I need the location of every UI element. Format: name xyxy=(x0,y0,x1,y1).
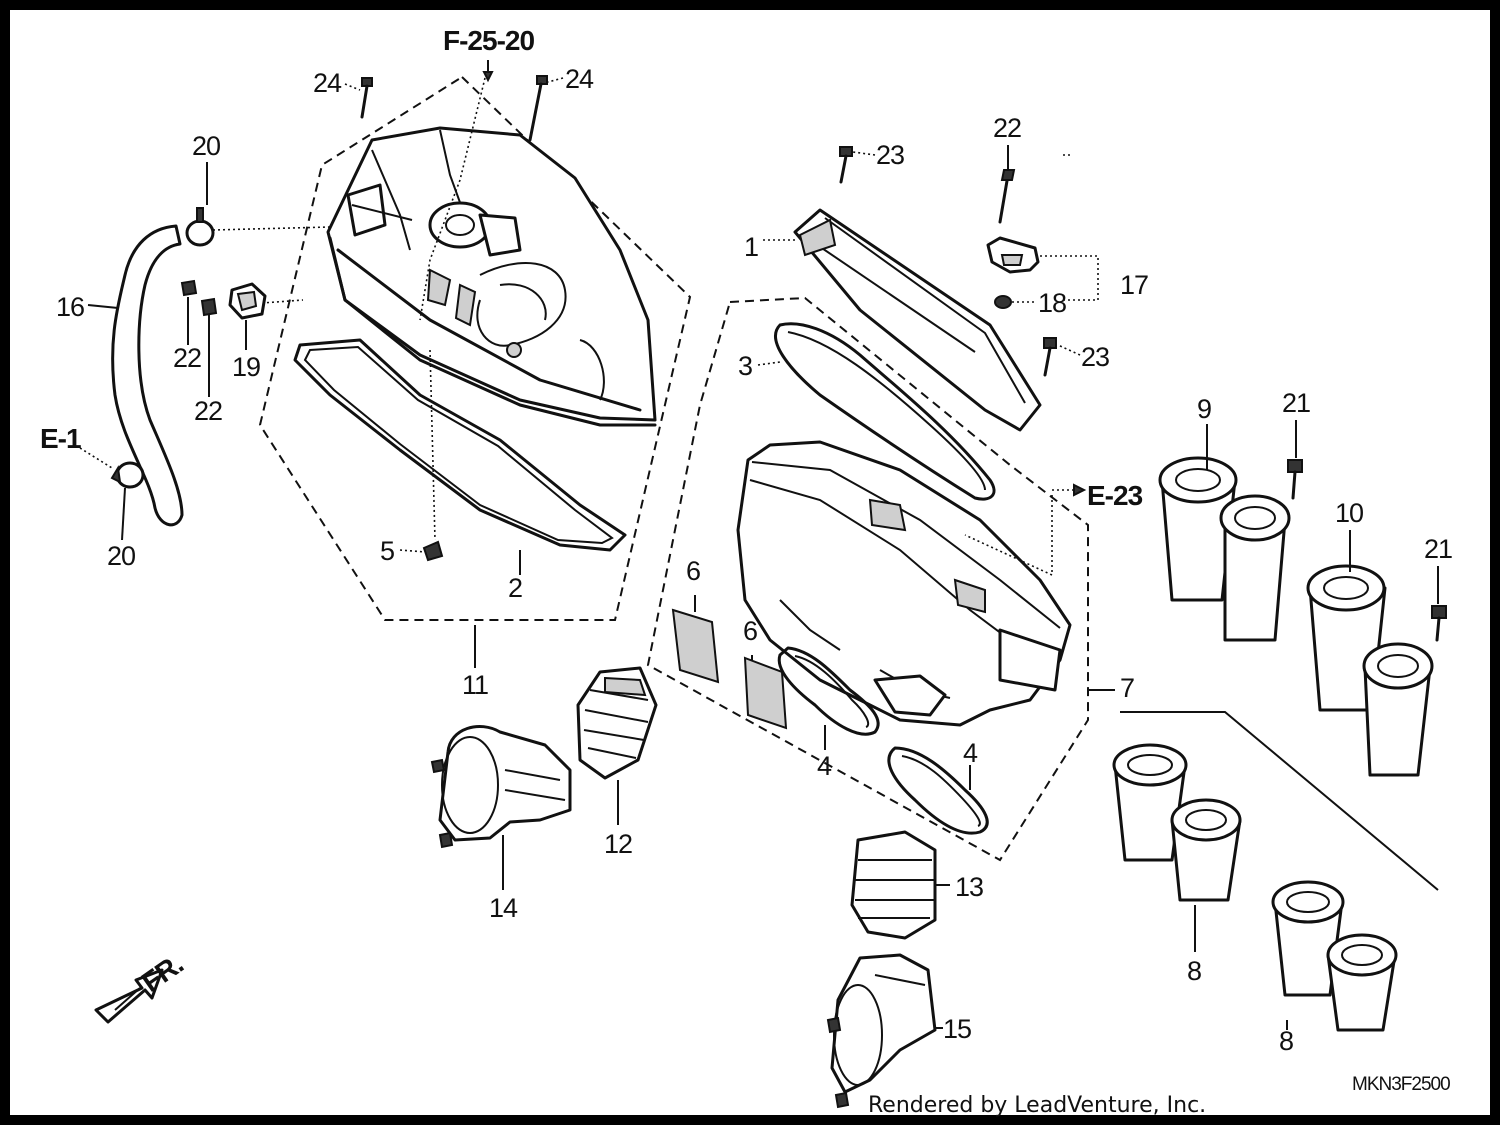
callout-21-upper: 21 xyxy=(1282,388,1310,418)
callout-2: 2 xyxy=(508,573,522,603)
screw-part-23-upper xyxy=(839,146,853,184)
bolt-part-22-top xyxy=(998,169,1016,224)
intake-duct-part-12 xyxy=(576,666,658,780)
callout-24-left: 24 xyxy=(313,68,342,98)
callout-11: 11 xyxy=(462,670,488,700)
render-credit: Rendered by LeadVenture, Inc. xyxy=(868,1093,1207,1118)
callout-5: 5 xyxy=(380,536,394,566)
callout-20-lower: 20 xyxy=(107,541,135,571)
air-funnel-part-8-right xyxy=(1271,880,1398,1032)
callout-16: 16 xyxy=(56,292,84,322)
callout-23-upper: 23 xyxy=(876,140,904,170)
gasket-part-2 xyxy=(293,338,627,552)
callout-18: 18 xyxy=(1038,288,1066,318)
reference-e-1: E-1 xyxy=(40,423,81,454)
callout-14: 14 xyxy=(489,893,518,923)
reference-f-25-20: F-25-20 xyxy=(443,25,534,56)
leader-lines xyxy=(79,77,1439,1030)
gasket-part-3 xyxy=(774,322,996,501)
screw-part-23-lower xyxy=(1043,337,1057,377)
screw-part-21-upper xyxy=(1287,459,1303,500)
sensor-part-19 xyxy=(228,282,267,320)
callout-24-right: 24 xyxy=(565,64,594,94)
callout-22-top: 22 xyxy=(993,113,1021,143)
bolt-part-22-a xyxy=(180,279,198,297)
parts-diagram-canvas: 1 2 3 4 4 5 6 6 7 8 8 9 10 11 12 13 14 1… xyxy=(40,25,1453,1109)
callout-12: 12 xyxy=(604,829,632,859)
callout-23-lower: 23 xyxy=(1081,342,1109,372)
callout-21-lower: 21 xyxy=(1424,534,1452,564)
callout-1: 1 xyxy=(744,232,758,262)
air-funnel-part-10 xyxy=(1306,564,1434,777)
air-funnel-part-8-left xyxy=(1112,743,1242,902)
clip-part-17 xyxy=(986,236,1040,274)
grommet-part-18 xyxy=(994,295,1012,309)
seal-part-4-left xyxy=(777,646,880,736)
callout-22-left: 22 xyxy=(173,343,201,373)
callout-19: 19 xyxy=(232,352,260,382)
callout-13: 13 xyxy=(955,872,983,902)
callout-20-upper: 20 xyxy=(192,131,220,161)
callout-9: 9 xyxy=(1197,394,1211,424)
air-funnel-part-9 xyxy=(1158,456,1291,642)
seal-part-4-right xyxy=(887,746,989,835)
drawing-code: MKN3F2500 xyxy=(1352,1074,1451,1095)
hose-clamp-part-20-lower xyxy=(110,461,145,489)
callout-8-left: 8 xyxy=(1187,956,1201,986)
callout-4-left: 4 xyxy=(817,751,832,781)
callout-15: 15 xyxy=(943,1014,971,1044)
screw-part-21-lower xyxy=(1431,605,1447,642)
bolt-part-22-b xyxy=(200,297,218,317)
callout-22-mid: 22 xyxy=(194,396,222,426)
callout-4-right: 4 xyxy=(963,738,978,768)
pad-part-6-left xyxy=(671,608,720,684)
hose-clamp-part-20-upper xyxy=(185,207,215,247)
callout-3: 3 xyxy=(738,351,752,381)
callout-17: 17 xyxy=(1120,270,1148,300)
callout-8-right: 8 xyxy=(1279,1026,1293,1056)
bolt-part-24-left xyxy=(360,77,373,119)
intake-duct-part-13 xyxy=(850,830,937,940)
screw-part-5 xyxy=(422,540,444,562)
callout-labels: 1 2 3 4 4 5 6 6 7 8 8 9 10 11 12 13 14 1… xyxy=(56,64,1453,1056)
breather-hose-part-16 xyxy=(111,224,184,527)
callout-10: 10 xyxy=(1335,498,1363,528)
callout-6-left: 6 xyxy=(686,556,700,586)
air-cleaner-cover-assembly xyxy=(258,75,692,621)
intake-duct-part-14 xyxy=(430,725,572,849)
callout-6-right: 6 xyxy=(743,616,757,646)
bolt-part-24-right xyxy=(528,75,548,142)
air-cleaner-case-part-7 xyxy=(736,440,1072,727)
callout-7: 7 xyxy=(1120,673,1134,703)
intake-duct-part-15 xyxy=(826,953,937,1109)
pad-part-6-right xyxy=(743,656,788,730)
reference-e-23: E-23 xyxy=(1087,480,1143,511)
air-filter-element-part-1 xyxy=(793,208,1042,432)
front-direction-arrow xyxy=(94,968,164,1024)
